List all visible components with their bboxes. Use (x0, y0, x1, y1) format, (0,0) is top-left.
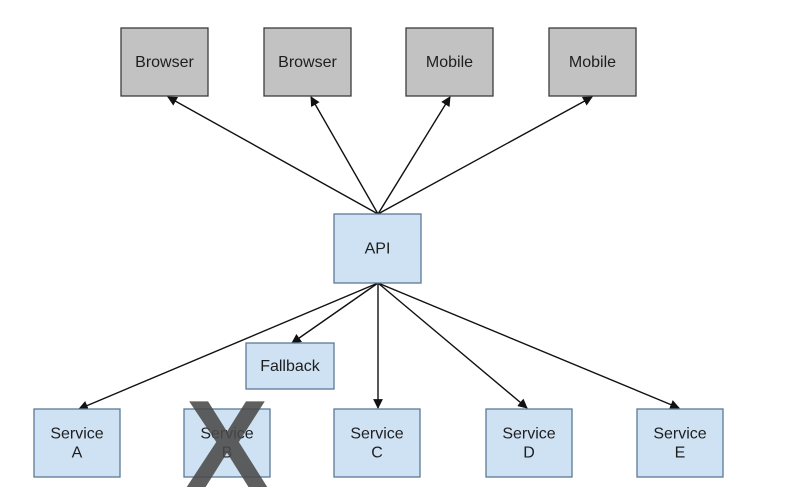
node-label: C (371, 445, 383, 462)
node-label: Mobile (426, 54, 473, 71)
node-label: A (72, 445, 83, 462)
edge-api-to-service-a (78, 282, 379, 411)
node-label: Browser (278, 54, 337, 71)
node-api: API (333, 213, 422, 284)
node-label: API (365, 241, 391, 258)
node-label: Service (502, 426, 555, 443)
node-label: Service (200, 426, 253, 443)
node-label: Service (653, 426, 706, 443)
node-box (120, 27, 209, 97)
node-box (333, 408, 421, 478)
node-label: Service (350, 426, 403, 443)
node-mobile-2: Mobile (548, 27, 637, 97)
edge-api-to-browser-1 (167, 96, 379, 215)
failed-x-icon: X (186, 376, 269, 496)
node-browser-2: Browser (263, 27, 352, 97)
edge-api-to-service-d (377, 282, 528, 409)
edge-api-to-mobile-2 (377, 96, 593, 215)
node-box (183, 408, 271, 478)
node-box (333, 213, 422, 284)
node-label: Mobile (569, 54, 616, 71)
node-label: D (523, 445, 535, 462)
edges (78, 96, 680, 411)
edge-api-to-mobile-1 (377, 96, 451, 215)
node-mobile-1: Mobile (405, 27, 494, 97)
node-box (548, 27, 637, 97)
node-label: Fallback (260, 358, 321, 375)
node-box (636, 408, 724, 478)
edge-api-to-fallback (291, 282, 379, 344)
node-label: B (222, 445, 233, 462)
node-box (263, 27, 352, 97)
node-box (405, 27, 494, 97)
node-label: Service (50, 426, 103, 443)
edge-api-to-browser-2 (310, 96, 379, 215)
node-label: Browser (135, 54, 194, 71)
node-box (245, 342, 335, 390)
node-box (485, 408, 573, 478)
node-box (33, 408, 121, 478)
node-browser-1: Browser (120, 27, 209, 97)
edge-api-to-service-e (377, 282, 680, 410)
node-fallback: Fallback (245, 342, 335, 390)
node-label: E (675, 445, 686, 462)
